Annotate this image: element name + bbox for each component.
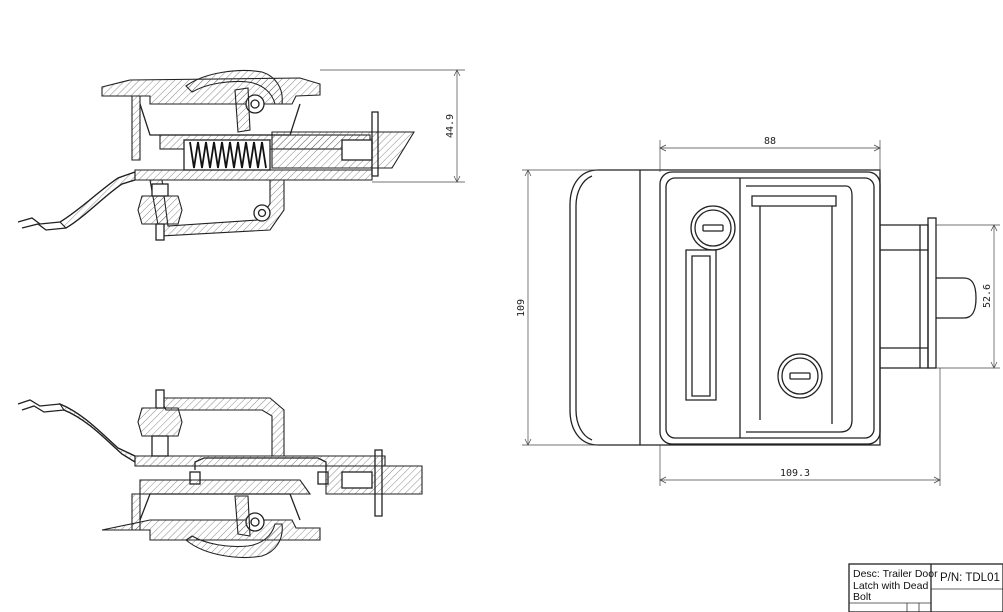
front-view [522, 140, 1000, 486]
key-lock-bottom-icon [777, 353, 823, 399]
side-section-view-top [17, 69, 465, 241]
side-section-view-bottom [17, 389, 423, 558]
title-block: Desc: Trailer Door Latch with Dead Bolt … [848, 563, 1003, 612]
part-number: P/N: TDL01 [940, 572, 1000, 584]
dim-bolt-extension: 52.6 [982, 284, 993, 308]
title-desc-line1: Desc: Trailer Door [853, 568, 938, 580]
title-desc-line2: Latch with Dead [853, 580, 928, 592]
dim-side-height: 44.9 [445, 114, 456, 138]
dim-overall-width: 109.3 [780, 468, 810, 479]
title-desc-line3: Bolt [853, 591, 871, 603]
dim-front-height: 109 [516, 299, 527, 317]
dim-front-top-width: 88 [764, 136, 776, 147]
spring-icon [189, 141, 267, 169]
key-lock-top-icon [690, 205, 736, 251]
